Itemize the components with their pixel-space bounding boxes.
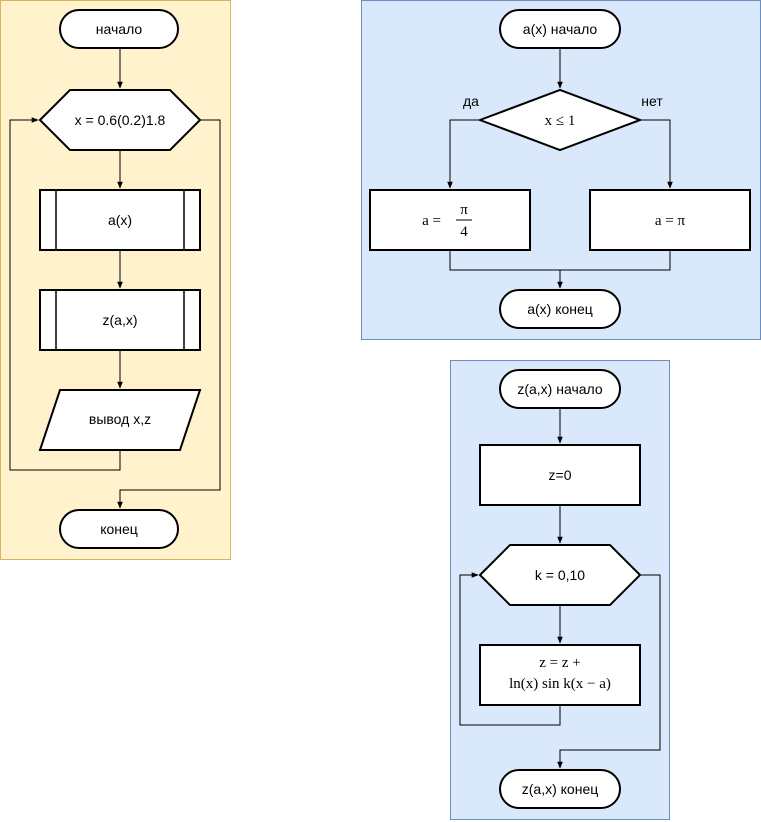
main-output-parallelogram: вывод x,z: [38, 389, 202, 451]
edge-no-to-end: [560, 250, 671, 271]
a-assign-yes-lhs: a =: [422, 213, 441, 229]
edge-cond-yes: [447, 119, 480, 189]
z-body-process: z = z + ln(x) sin k(x − a): [479, 644, 641, 706]
a-no-label: нет: [641, 93, 663, 109]
a-assign-no-process: a = π: [589, 189, 751, 251]
edge-loop-exit: [117, 119, 221, 509]
a-yes-label: да: [463, 93, 479, 109]
z-body-line2: ln(x) sin k(x − a): [509, 676, 611, 692]
z-end-label: z(a,x) конец: [522, 781, 599, 797]
z-loop-hexagon: k = 0,10: [478, 544, 642, 606]
main-end-terminal: конец: [59, 509, 179, 549]
edge-z-loop-exit: [557, 574, 661, 769]
a-start-label: a(x) начало: [523, 21, 598, 37]
a-assign-no-label: a = π: [655, 213, 686, 229]
main-call-z-process: z(a,x): [39, 289, 201, 351]
a-condition-diamond: x ≤ 1: [477, 88, 643, 152]
a-condition-label: x ≤ 1: [545, 113, 576, 129]
main-loop-label: x = 0.6(0.2)1.8: [75, 112, 166, 128]
main-start-terminal: начало: [59, 9, 179, 49]
main-end-label: конец: [100, 521, 138, 537]
edge-z-loop-back: [459, 572, 561, 726]
edge-yes-to-end: [449, 250, 563, 289]
a-function-panel: [361, 0, 761, 340]
z-loop-label: k = 0,10: [535, 567, 585, 583]
a-assign-yes-numerator: π: [460, 202, 468, 218]
main-call-z-label: z(a,x): [103, 312, 138, 328]
main-loop-hexagon: x = 0.6(0.2)1.8: [38, 89, 202, 151]
z-end-terminal: z(a,x) конец: [499, 769, 621, 809]
main-call-a-label: a(x): [108, 212, 132, 228]
edge-cond-no: [640, 119, 673, 189]
main-output-label: вывод x,z: [89, 411, 151, 427]
z-init-label: z=0: [549, 467, 572, 483]
a-assign-yes-process: a = π 4: [369, 189, 531, 251]
z-body-line1: z = z +: [539, 655, 580, 671]
z-init-process: z=0: [479, 444, 641, 506]
edge-loop-back: [9, 117, 121, 471]
z-start-label: z(a,x) начало: [517, 381, 603, 397]
a-start-terminal: a(x) начало: [499, 9, 621, 49]
main-call-a-process: a(x): [39, 189, 201, 251]
a-end-label: a(x) конец: [527, 301, 593, 317]
a-end-terminal: a(x) конец: [499, 289, 621, 329]
a-assign-yes-denominator: 4: [460, 224, 468, 240]
z-start-terminal: z(a,x) начало: [499, 369, 621, 409]
main-start-label: начало: [96, 21, 143, 37]
main-program-panel: [0, 0, 231, 560]
